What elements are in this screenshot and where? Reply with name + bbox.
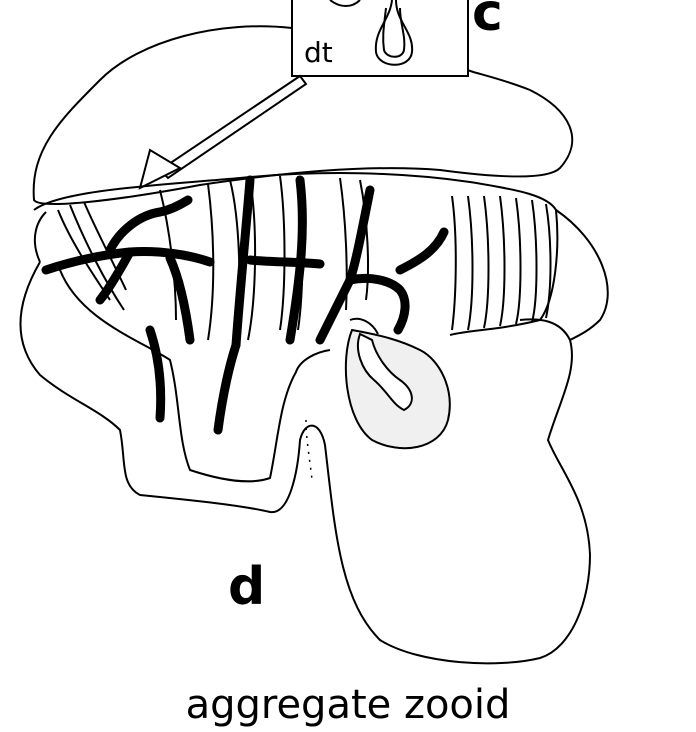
figure-caption: aggregate zooid xyxy=(185,682,511,728)
vessel-network xyxy=(41,175,449,435)
panel-c-label: c xyxy=(472,0,503,43)
dt-label: dt xyxy=(304,36,333,69)
dotted-line xyxy=(305,419,313,481)
lower-body-outline xyxy=(19,261,591,665)
pointer-arrow xyxy=(138,74,308,190)
gut-cavity-outline xyxy=(59,269,331,483)
stippled-gut xyxy=(344,317,451,450)
panel-d-label: d xyxy=(228,557,265,617)
inset-loop-shape xyxy=(374,0,414,66)
inset-box: dt xyxy=(291,0,469,77)
